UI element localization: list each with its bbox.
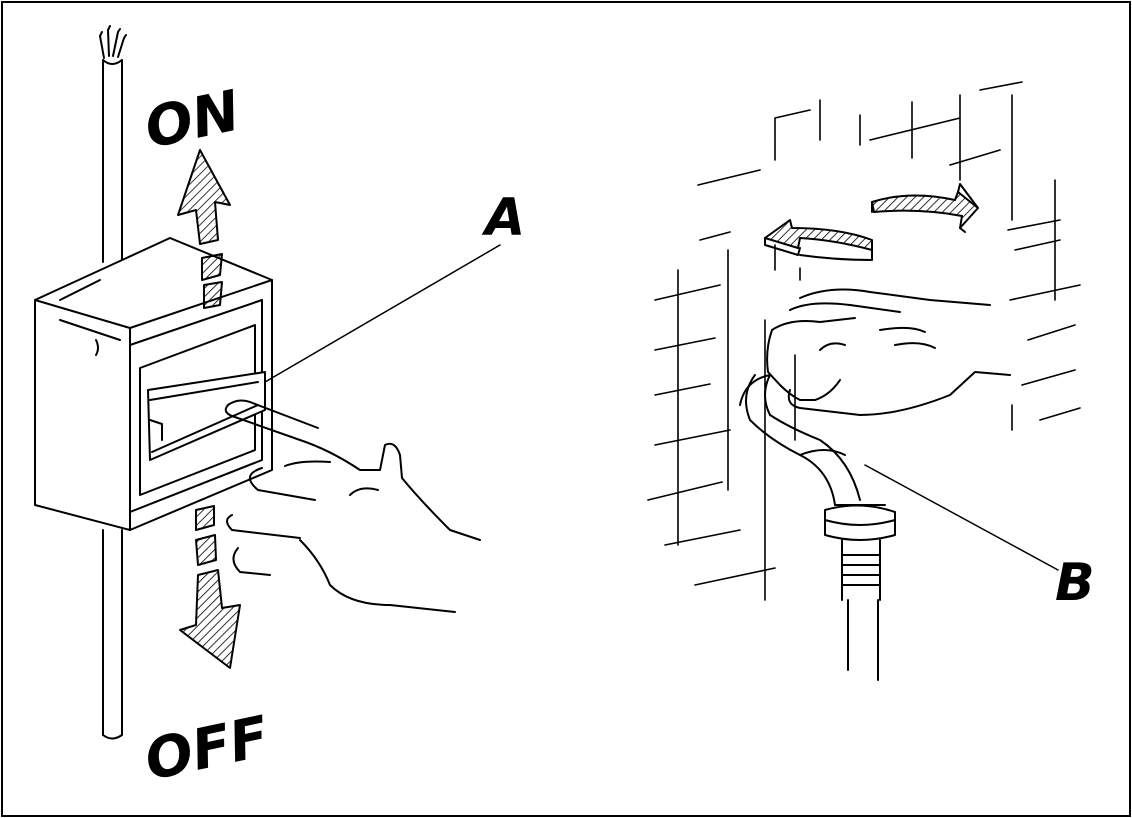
hand-on-tap-icon bbox=[766, 288, 1011, 416]
rotate-arrows-icon bbox=[764, 183, 979, 261]
leader-line-a bbox=[264, 244, 501, 383]
label-on: ON bbox=[139, 78, 245, 161]
hand-icon bbox=[224, 399, 481, 613]
arrow-up-on-icon bbox=[177, 149, 231, 309]
leader-line-b bbox=[864, 464, 1059, 571]
water-tap-icon bbox=[739, 374, 896, 681]
switch-box-icon bbox=[34, 237, 273, 531]
label-b: B bbox=[1055, 553, 1095, 613]
cable-top bbox=[99, 25, 127, 263]
label-a: A bbox=[481, 188, 525, 248]
arrow-down-off-icon bbox=[179, 505, 241, 669]
cable-bottom bbox=[102, 529, 123, 740]
label-off: OFF bbox=[139, 704, 274, 793]
tap-illustration bbox=[647, 81, 1081, 681]
power-switch-illustration bbox=[34, 25, 501, 740]
wall-tiles bbox=[647, 81, 1081, 601]
